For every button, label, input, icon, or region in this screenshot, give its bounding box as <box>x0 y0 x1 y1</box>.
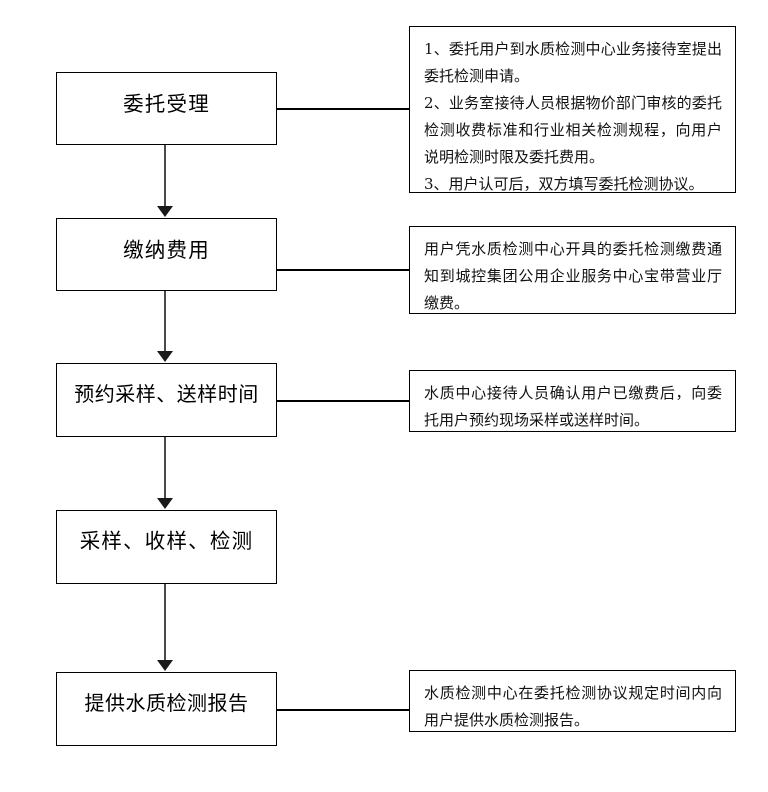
arrow-line-step4-step5 <box>164 584 167 661</box>
arrow-head-step3-step4 <box>157 498 173 509</box>
connector-step2-note2 <box>277 269 410 271</box>
note-box-step-1[interactable]: 1、委托用户到水质检测中心业务接待室提出委托检测申请。 2、业务室接待人员根据物… <box>409 26 736 193</box>
note-box-step-2[interactable]: 用户凭水质检测中心开具的委托检测缴费通知到城控集团公用企业服务中心宝带营业厅缴费… <box>409 226 736 314</box>
arrow-line-step2-step3 <box>164 291 167 352</box>
arrow-line-step3-step4 <box>164 437 167 499</box>
process-box-step-5[interactable]: 提供水质检测报告 <box>56 672 277 746</box>
arrow-line-step1-step2 <box>164 145 167 208</box>
process-box-step-2[interactable]: 缴纳费用 <box>56 218 277 291</box>
arrow-head-step1-step2 <box>157 206 173 217</box>
note-text-step-3: 水质中心接待人员确认用户已缴费后，向委托用户预约现场采样或送样时间。 <box>424 384 722 429</box>
process-label-step-2: 缴纳费用 <box>123 239 210 262</box>
note-box-step-5[interactable]: 水质检测中心在委托检测协议规定时间内向用户提供水质检测报告。 <box>409 670 736 732</box>
note-box-step-3[interactable]: 水质中心接待人员确认用户已缴费后，向委托用户预约现场采样或送样时间。 <box>409 370 736 432</box>
note-text-step-5: 水质检测中心在委托检测协议规定时间内向用户提供水质检测报告。 <box>424 684 722 729</box>
process-box-step-4[interactable]: 采样、收样、检测 <box>56 510 277 584</box>
process-box-step-3[interactable]: 预约采样、送样时间 <box>56 363 277 437</box>
process-box-step-1[interactable]: 委托受理 <box>56 72 277 145</box>
process-label-step-3: 预约采样、送样时间 <box>74 384 259 406</box>
process-label-step-1: 委托受理 <box>123 93 210 116</box>
note-text-step-2: 用户凭水质检测中心开具的委托检测缴费通知到城控集团公用企业服务中心宝带营业厅缴费… <box>424 240 722 312</box>
connector-step3-note3 <box>277 400 410 402</box>
note-text-step-1: 1、委托用户到水质检测中心业务接待室提出委托检测申请。 2、业务室接待人员根据物… <box>424 40 722 193</box>
arrow-head-step4-step5 <box>157 660 173 671</box>
process-label-step-5: 提供水质检测报告 <box>84 693 249 715</box>
arrow-head-step2-step3 <box>157 351 173 362</box>
connector-step5-note4 <box>277 709 410 711</box>
connector-step1-note1 <box>277 108 410 110</box>
process-label-step-4: 采样、收样、检测 <box>79 530 254 553</box>
